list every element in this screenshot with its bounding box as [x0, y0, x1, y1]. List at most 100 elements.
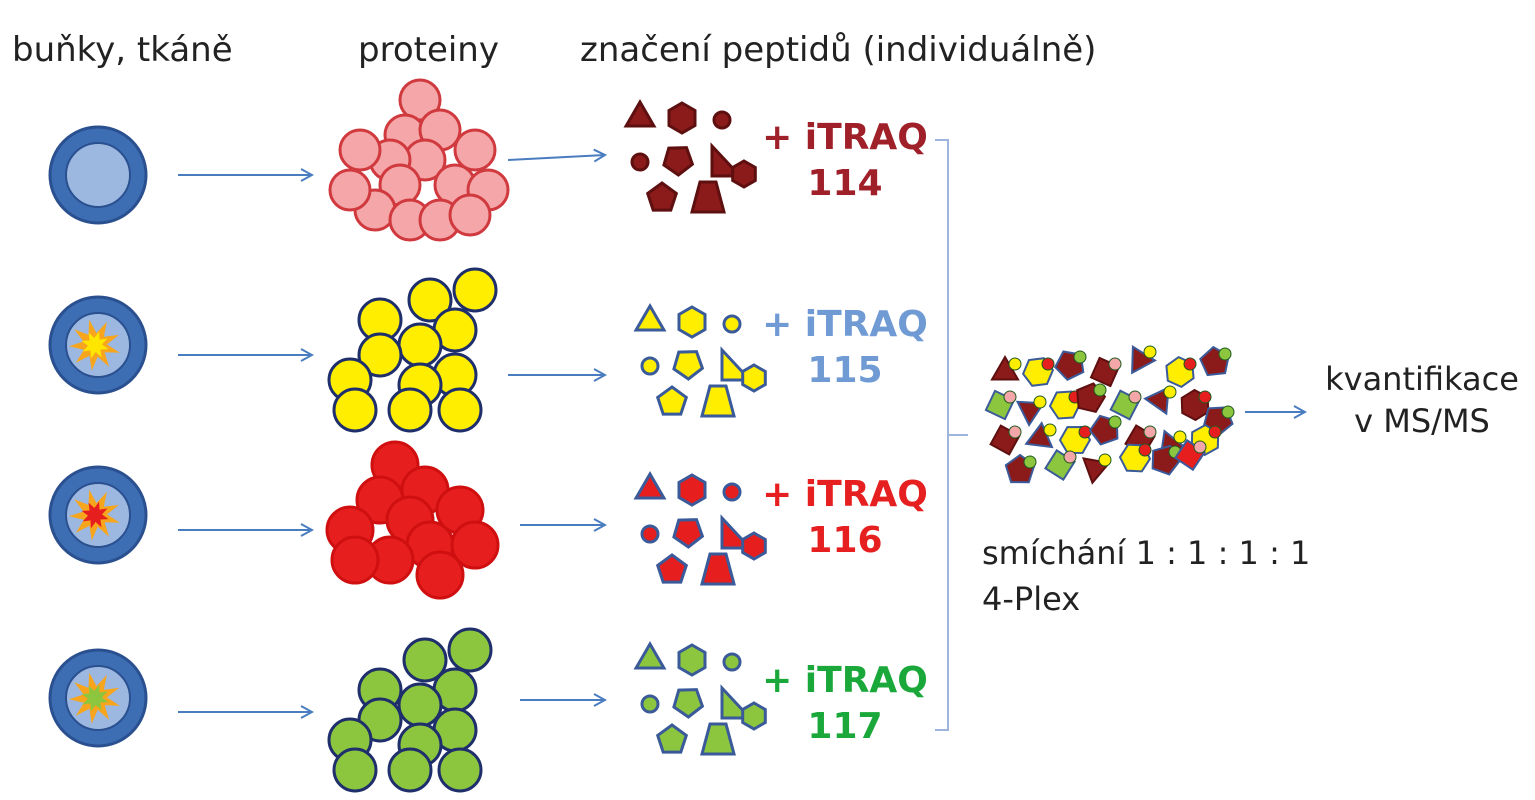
peptide-hexagon [677, 473, 707, 507]
mixing-caption: smíchání 1 : 1 : 1 : 1 4-Plex [982, 530, 1310, 622]
mixed-tag [1098, 453, 1112, 467]
peptide-set-117 [633, 641, 767, 756]
protein [397, 322, 443, 368]
mixed-tag [1093, 383, 1107, 397]
itraq-channel: 117 [807, 706, 883, 747]
peptide-pentagon [655, 553, 689, 584]
itraq-reagent: + iTRAQ [762, 117, 928, 158]
peptide-dot [722, 314, 742, 334]
peptide-dot [640, 694, 660, 714]
peptide-dot [722, 482, 742, 502]
peptide-pentagon [672, 688, 705, 719]
protein [332, 387, 378, 433]
peptide-hexagon [731, 159, 757, 189]
itraq-channel: 116 [807, 520, 883, 561]
mixed-tag [1063, 450, 1077, 464]
mixed-tag [1143, 425, 1157, 439]
peptide-hexagon [741, 701, 767, 731]
mixed-tag [1033, 395, 1047, 409]
cells-column [48, 125, 148, 748]
mixed-tag [1221, 405, 1235, 419]
peptide-dot [640, 524, 660, 544]
mixing-plex: 4-Plex [982, 580, 1081, 618]
peptide-set-116 [633, 471, 767, 586]
peptide-pentagon [645, 181, 679, 212]
protein [387, 387, 433, 433]
protein [387, 747, 433, 793]
peptide-dot [630, 152, 650, 172]
cell-core [81, 684, 109, 712]
mixed-tag [1173, 430, 1187, 444]
itraq-reagent: + iTRAQ [762, 304, 928, 345]
mixed-tag [1008, 425, 1022, 439]
cell-117 [48, 648, 148, 748]
mixed-tag [1218, 347, 1232, 361]
itraq-reagent: + iTRAQ [762, 474, 928, 515]
protein [415, 550, 465, 600]
peptide-set-114 [623, 99, 757, 214]
mixed-tag [1041, 357, 1055, 371]
peptide-hexagon [741, 531, 767, 561]
protein-cluster-115 [327, 267, 498, 433]
mixed-tag [1108, 357, 1122, 371]
peptide-triangle [623, 99, 657, 128]
protein-cluster-116 [325, 440, 500, 600]
mixed-tag [1193, 440, 1207, 454]
protein [338, 128, 382, 172]
peptide-trapezoid [690, 180, 726, 214]
protein-cluster-117 [327, 627, 493, 793]
peptide-dot [712, 110, 732, 130]
mixing-ratio: smíchání 1 : 1 : 1 : 1 [982, 534, 1311, 572]
itraq-label-114: + iTRAQ 114 [745, 115, 945, 207]
protein [448, 193, 492, 237]
itraq-channel: 114 [807, 163, 883, 204]
protein [447, 627, 493, 673]
protein [407, 277, 453, 323]
arrow-protein-to-peptide [507, 155, 605, 160]
cell-114 [48, 125, 148, 225]
merge-bracket [935, 139, 968, 731]
mixed-tag [1043, 423, 1057, 437]
protein [332, 747, 378, 793]
mixed-peptides [984, 345, 1235, 485]
mixed-tag [1208, 425, 1222, 439]
peptide-triangle [633, 471, 667, 500]
peptide-triangle [633, 303, 667, 332]
mixed-tag [1198, 390, 1212, 404]
quantification-caption: kvantifikace v MS/MS [1312, 358, 1532, 442]
peptide-pentagon [662, 146, 695, 177]
protein [397, 682, 443, 728]
quantification-line2: v MS/MS [1354, 402, 1490, 440]
quantification-line1: kvantifikace [1325, 360, 1519, 398]
itraq-label-116: + iTRAQ 116 [745, 472, 945, 564]
peptide-pentagon [655, 385, 689, 416]
peptide-hexagon [667, 101, 697, 135]
protein-cluster-114 [328, 78, 510, 242]
protein [453, 128, 497, 172]
peptide-dot [722, 652, 742, 672]
protein [357, 332, 403, 378]
mixed-tag [1163, 385, 1177, 399]
peptide-dot [640, 356, 660, 376]
protein [437, 747, 483, 793]
mixed-tag [1023, 455, 1037, 469]
peptide-triangle [633, 641, 667, 670]
itraq-label-117: + iTRAQ 117 [745, 658, 945, 750]
peptide-pentagon [655, 723, 689, 754]
mixed-tag [1073, 350, 1087, 364]
mixed-tag [1008, 357, 1022, 371]
itraq-channel: 115 [807, 350, 883, 391]
mixed-tag [1143, 345, 1157, 359]
mixed-tag [1003, 390, 1017, 404]
mixed-tag [1108, 415, 1122, 429]
protein [437, 387, 483, 433]
mixed-peptide [1143, 386, 1170, 416]
protein [330, 535, 380, 585]
peptide-hexagon [741, 363, 767, 393]
protein [402, 637, 448, 683]
proteins-column [325, 78, 510, 793]
mixed-tag [1183, 357, 1197, 371]
cell-core [81, 501, 109, 529]
peptide-hexagon [677, 643, 707, 677]
